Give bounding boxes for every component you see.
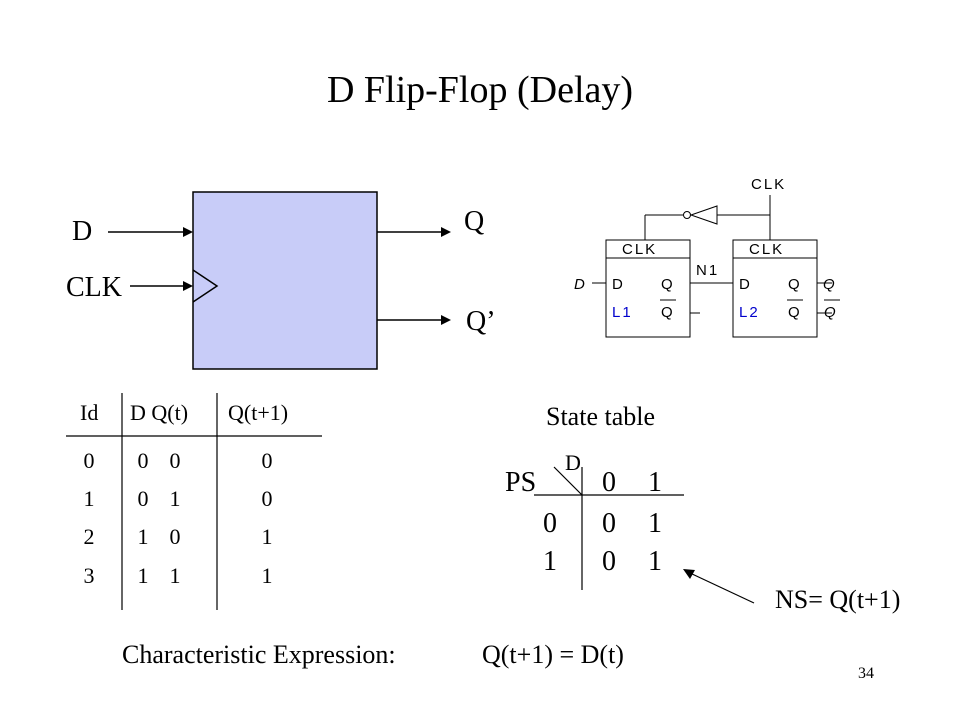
truth-table-cell-q: 0 <box>169 524 181 549</box>
state-table-corner-ps: PS <box>505 467 537 498</box>
truth-table-cell-q: 0 <box>169 448 181 473</box>
state-table-corner-d: D <box>565 450 581 475</box>
latch-q-out-label: Q <box>823 276 835 293</box>
latch-clk-top-label: CLK <box>751 176 787 193</box>
d-input-arrowhead <box>183 227 193 237</box>
latch-l1-qbar-label: Q <box>661 304 673 321</box>
truth-table-cell-next: 1 <box>261 524 273 549</box>
latch-l1-name: L1 <box>612 304 633 321</box>
slide-number: 34 <box>858 665 874 682</box>
latch-l2-box <box>732 239 818 338</box>
ns-arrowhead <box>683 569 695 579</box>
truth-table-cell-next: 1 <box>261 563 273 588</box>
latch-d-in-label: D <box>574 276 585 293</box>
state-table-ps-cell: 0 <box>543 508 557 539</box>
clock-triangle <box>192 269 219 303</box>
state-table-col-header: 1 <box>648 467 662 498</box>
truth-table-cell-next: 0 <box>261 486 273 511</box>
truth-table-header-id: Id <box>80 400 99 425</box>
q-output-arrowhead <box>441 227 451 237</box>
latch-l2-name: L2 <box>739 304 760 321</box>
state-table-value-cell: 0 <box>602 508 616 539</box>
truth-table-cell-d: 1 <box>137 524 149 549</box>
truth-table-cell-id: 0 <box>83 448 95 473</box>
clk-input-arrowhead <box>183 281 193 291</box>
clk-input-label: CLK <box>66 272 122 303</box>
state-table-value-cell: 0 <box>602 546 616 577</box>
flip-flop-block <box>192 191 378 370</box>
truth-table-cell-d: 0 <box>137 448 149 473</box>
latch-l1-q-label: Q <box>661 276 673 293</box>
d-input-label: D <box>72 216 93 247</box>
latch-l2-qbar-label: Q <box>788 304 800 321</box>
state-table-col-header: 0 <box>602 467 616 498</box>
characteristic-expression-formula: Q(t+1) = D(t) <box>482 640 624 669</box>
qbar-output-arrowhead <box>441 315 451 325</box>
inverter-triangle <box>689 205 718 225</box>
state-table-value-cell: 1 <box>648 508 662 539</box>
truth-table-cell-q: 1 <box>169 563 181 588</box>
inverter-bubble <box>683 211 691 219</box>
qbar-output-label: Q’ <box>466 306 496 337</box>
state-table-corner-diagonal <box>553 466 583 496</box>
ns-label: NS= Q(t+1) <box>775 585 901 614</box>
ns-arrow-line <box>689 572 755 604</box>
truth-table-cell-id: 2 <box>83 524 95 549</box>
truth-table-header-next: Q(t+1) <box>228 400 289 425</box>
state-table-value-cell: 1 <box>648 546 662 577</box>
latch-circuit-graphics <box>592 195 840 338</box>
latch-l2-d-label: D <box>739 276 750 293</box>
characteristic-expression-label: Characteristic Expression: <box>122 640 396 669</box>
truth-table-header-dq: D Q(t) <box>130 400 189 425</box>
state-table-ps-cell: 1 <box>543 546 557 577</box>
latch-qbar-out-label: Q <box>824 304 836 321</box>
state-table-title: State table <box>546 402 656 431</box>
truth-table-cell-id: 1 <box>83 486 95 511</box>
q-output-label: Q <box>464 206 485 237</box>
truth-table-cell-d: 0 <box>137 486 149 511</box>
latch-l1-clk-label: CLK <box>622 241 658 258</box>
truth-table-cell-q: 1 <box>169 486 181 511</box>
truth-table-cell-next: 0 <box>261 448 273 473</box>
latch-l1-box <box>605 239 691 338</box>
page-title: D Flip-Flop (Delay) <box>326 69 634 111</box>
latch-n1-label: N1 <box>696 262 720 279</box>
latch-l2-clk-label: CLK <box>749 241 785 258</box>
latch-l1-d-label: D <box>612 276 623 293</box>
latch-l2-q-label: Q <box>788 276 800 293</box>
truth-table-cell-d: 1 <box>137 563 149 588</box>
truth-table-cell-id: 3 <box>83 563 95 588</box>
